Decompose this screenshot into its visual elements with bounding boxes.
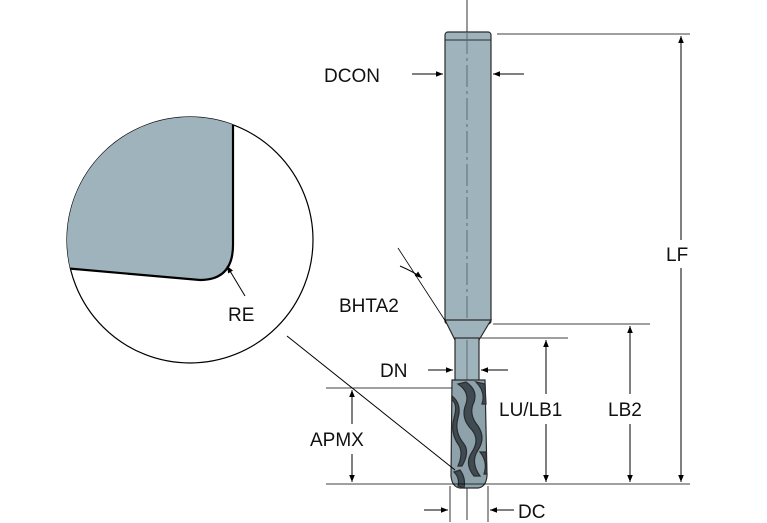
re-arrow bbox=[226, 265, 246, 297]
bhta2-dimension bbox=[397, 247, 447, 323]
dc-dimension bbox=[424, 486, 514, 522]
lb2-dimension bbox=[493, 323, 650, 482]
corner-radius-detail bbox=[66, 116, 456, 471]
label-dc: DC bbox=[518, 502, 545, 523]
lf-dimension bbox=[497, 33, 690, 482]
detail-tool-corner bbox=[67, 117, 235, 282]
label-dn: DN bbox=[380, 361, 407, 382]
label-re: RE bbox=[228, 305, 254, 326]
label-dcon: DCON bbox=[324, 66, 380, 87]
label-lb2: LB2 bbox=[608, 400, 642, 421]
label-lu-lb1: LU/LB1 bbox=[499, 400, 562, 421]
tool-taper bbox=[444, 319, 493, 341]
tool-shank bbox=[444, 31, 492, 325]
lu-lb1-dimension bbox=[481, 337, 568, 482]
tool-flutes bbox=[451, 380, 488, 489]
label-lf: LF bbox=[666, 245, 688, 266]
label-apmx: APMX bbox=[310, 430, 364, 451]
apmx-dimension bbox=[326, 387, 452, 482]
label-bhta2: BHTA2 bbox=[339, 296, 399, 317]
detail-leader-line bbox=[286, 335, 456, 471]
